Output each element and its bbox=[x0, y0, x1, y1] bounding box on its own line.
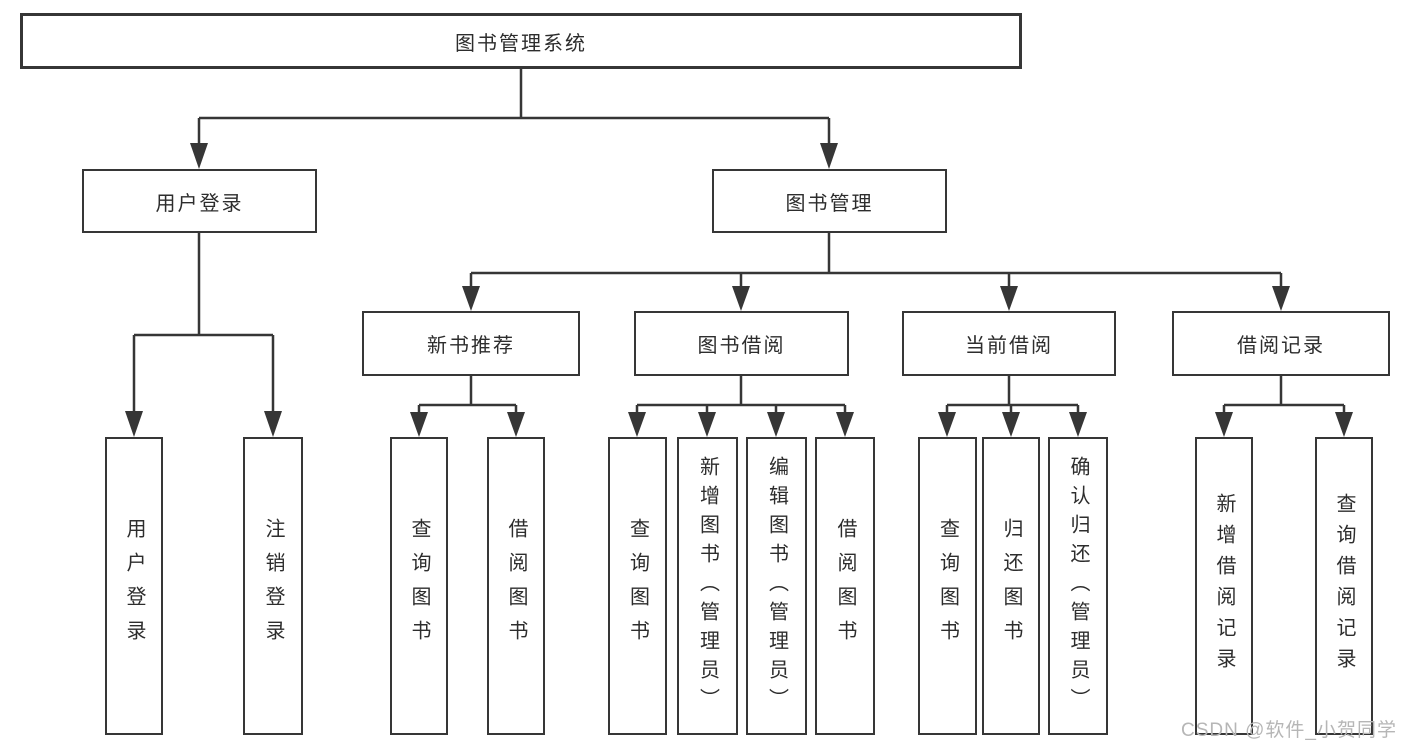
node-current-borrowing: 当前借阅 bbox=[902, 311, 1116, 376]
arrowhead bbox=[1000, 286, 1018, 311]
arrowhead bbox=[507, 412, 525, 437]
leaf-query-books-2: 查询图书 bbox=[608, 437, 667, 735]
node-label: 借阅图书 bbox=[834, 518, 856, 654]
node-user-login: 用户登录 bbox=[82, 169, 317, 233]
arrowhead bbox=[1069, 412, 1087, 437]
node-label: 注销登录 bbox=[262, 518, 284, 654]
node-label: 借阅记录 bbox=[1237, 335, 1325, 357]
leaf-logout: 注销登录 bbox=[243, 437, 303, 735]
node-label: 查询借阅记录 bbox=[1333, 493, 1355, 679]
arrowhead bbox=[938, 412, 956, 437]
node-label: 新书推荐 bbox=[427, 335, 515, 357]
leaf-query-borrow-record: 查询借阅记录 bbox=[1315, 437, 1373, 735]
arrowhead bbox=[767, 412, 785, 437]
node-book-management: 图书管理 bbox=[712, 169, 947, 233]
node-borrowing-records: 借阅记录 bbox=[1172, 311, 1390, 376]
connector-book-borrowing bbox=[635, 376, 847, 414]
arrowhead bbox=[1215, 412, 1233, 437]
node-label: 查询图书 bbox=[408, 518, 430, 654]
leaf-return-books: 归还图书 bbox=[982, 437, 1040, 735]
leaf-edit-books-admin: 编辑图书（管理员） bbox=[746, 437, 807, 735]
leaf-confirm-return-admin: 确认归还（管理员） bbox=[1048, 437, 1108, 735]
node-label: 新增借阅记录 bbox=[1213, 493, 1235, 679]
node-label: 新增图书（管理员） bbox=[696, 455, 719, 717]
leaf-query-books-3: 查询图书 bbox=[918, 437, 977, 735]
arrowhead bbox=[264, 411, 282, 437]
csdn-watermark: CSDN @软件_小贺同学 bbox=[1181, 720, 1397, 741]
arrowhead bbox=[628, 412, 646, 437]
arrowhead bbox=[836, 412, 854, 437]
node-label: 图书管理 bbox=[785, 192, 874, 215]
leaf-borrow-books-2: 借阅图书 bbox=[815, 437, 875, 735]
node-library-management-system: 图书管理系统 bbox=[20, 13, 1022, 69]
connector-new-book-recommendation bbox=[417, 376, 518, 414]
connector-root bbox=[197, 69, 831, 150]
node-book-borrowing: 图书借阅 bbox=[634, 311, 849, 376]
arrowhead bbox=[410, 412, 428, 437]
node-label: 确认归还（管理员） bbox=[1067, 455, 1089, 717]
node-label: 图书管理系统 bbox=[455, 32, 587, 55]
connector-book-management bbox=[469, 233, 1283, 290]
arrowhead bbox=[1002, 412, 1020, 437]
arrowhead bbox=[1335, 412, 1353, 437]
node-label: 用户登录 bbox=[123, 518, 145, 654]
node-label: 查询图书 bbox=[936, 518, 959, 654]
node-label: 借阅图书 bbox=[505, 518, 527, 654]
leaf-add-borrow-record: 新增借阅记录 bbox=[1195, 437, 1253, 735]
node-label: 用户登录 bbox=[155, 192, 244, 215]
node-label: 归还图书 bbox=[1000, 518, 1022, 654]
connector-user-login bbox=[132, 233, 275, 415]
arrowhead bbox=[698, 412, 716, 437]
node-label: 当前借阅 bbox=[965, 335, 1053, 357]
arrowhead bbox=[1272, 286, 1290, 311]
arrowhead bbox=[125, 411, 143, 437]
arrowhead bbox=[820, 143, 838, 169]
connector-current-borrowing bbox=[945, 376, 1080, 414]
leaf-add-books-admin: 新增图书（管理员） bbox=[677, 437, 738, 735]
arrowhead bbox=[462, 286, 480, 311]
node-label: 查询图书 bbox=[626, 518, 649, 654]
connector-borrowing-records bbox=[1222, 376, 1346, 414]
node-label: 图书借阅 bbox=[697, 335, 786, 357]
leaf-query-books-1: 查询图书 bbox=[390, 437, 448, 735]
leaf-user-login: 用户登录 bbox=[105, 437, 163, 735]
arrowhead bbox=[190, 143, 208, 169]
arrowhead bbox=[732, 286, 750, 311]
node-label: 编辑图书（管理员） bbox=[765, 455, 788, 717]
leaf-borrow-books-1: 借阅图书 bbox=[487, 437, 545, 735]
node-new-book-recommendation: 新书推荐 bbox=[362, 311, 580, 376]
